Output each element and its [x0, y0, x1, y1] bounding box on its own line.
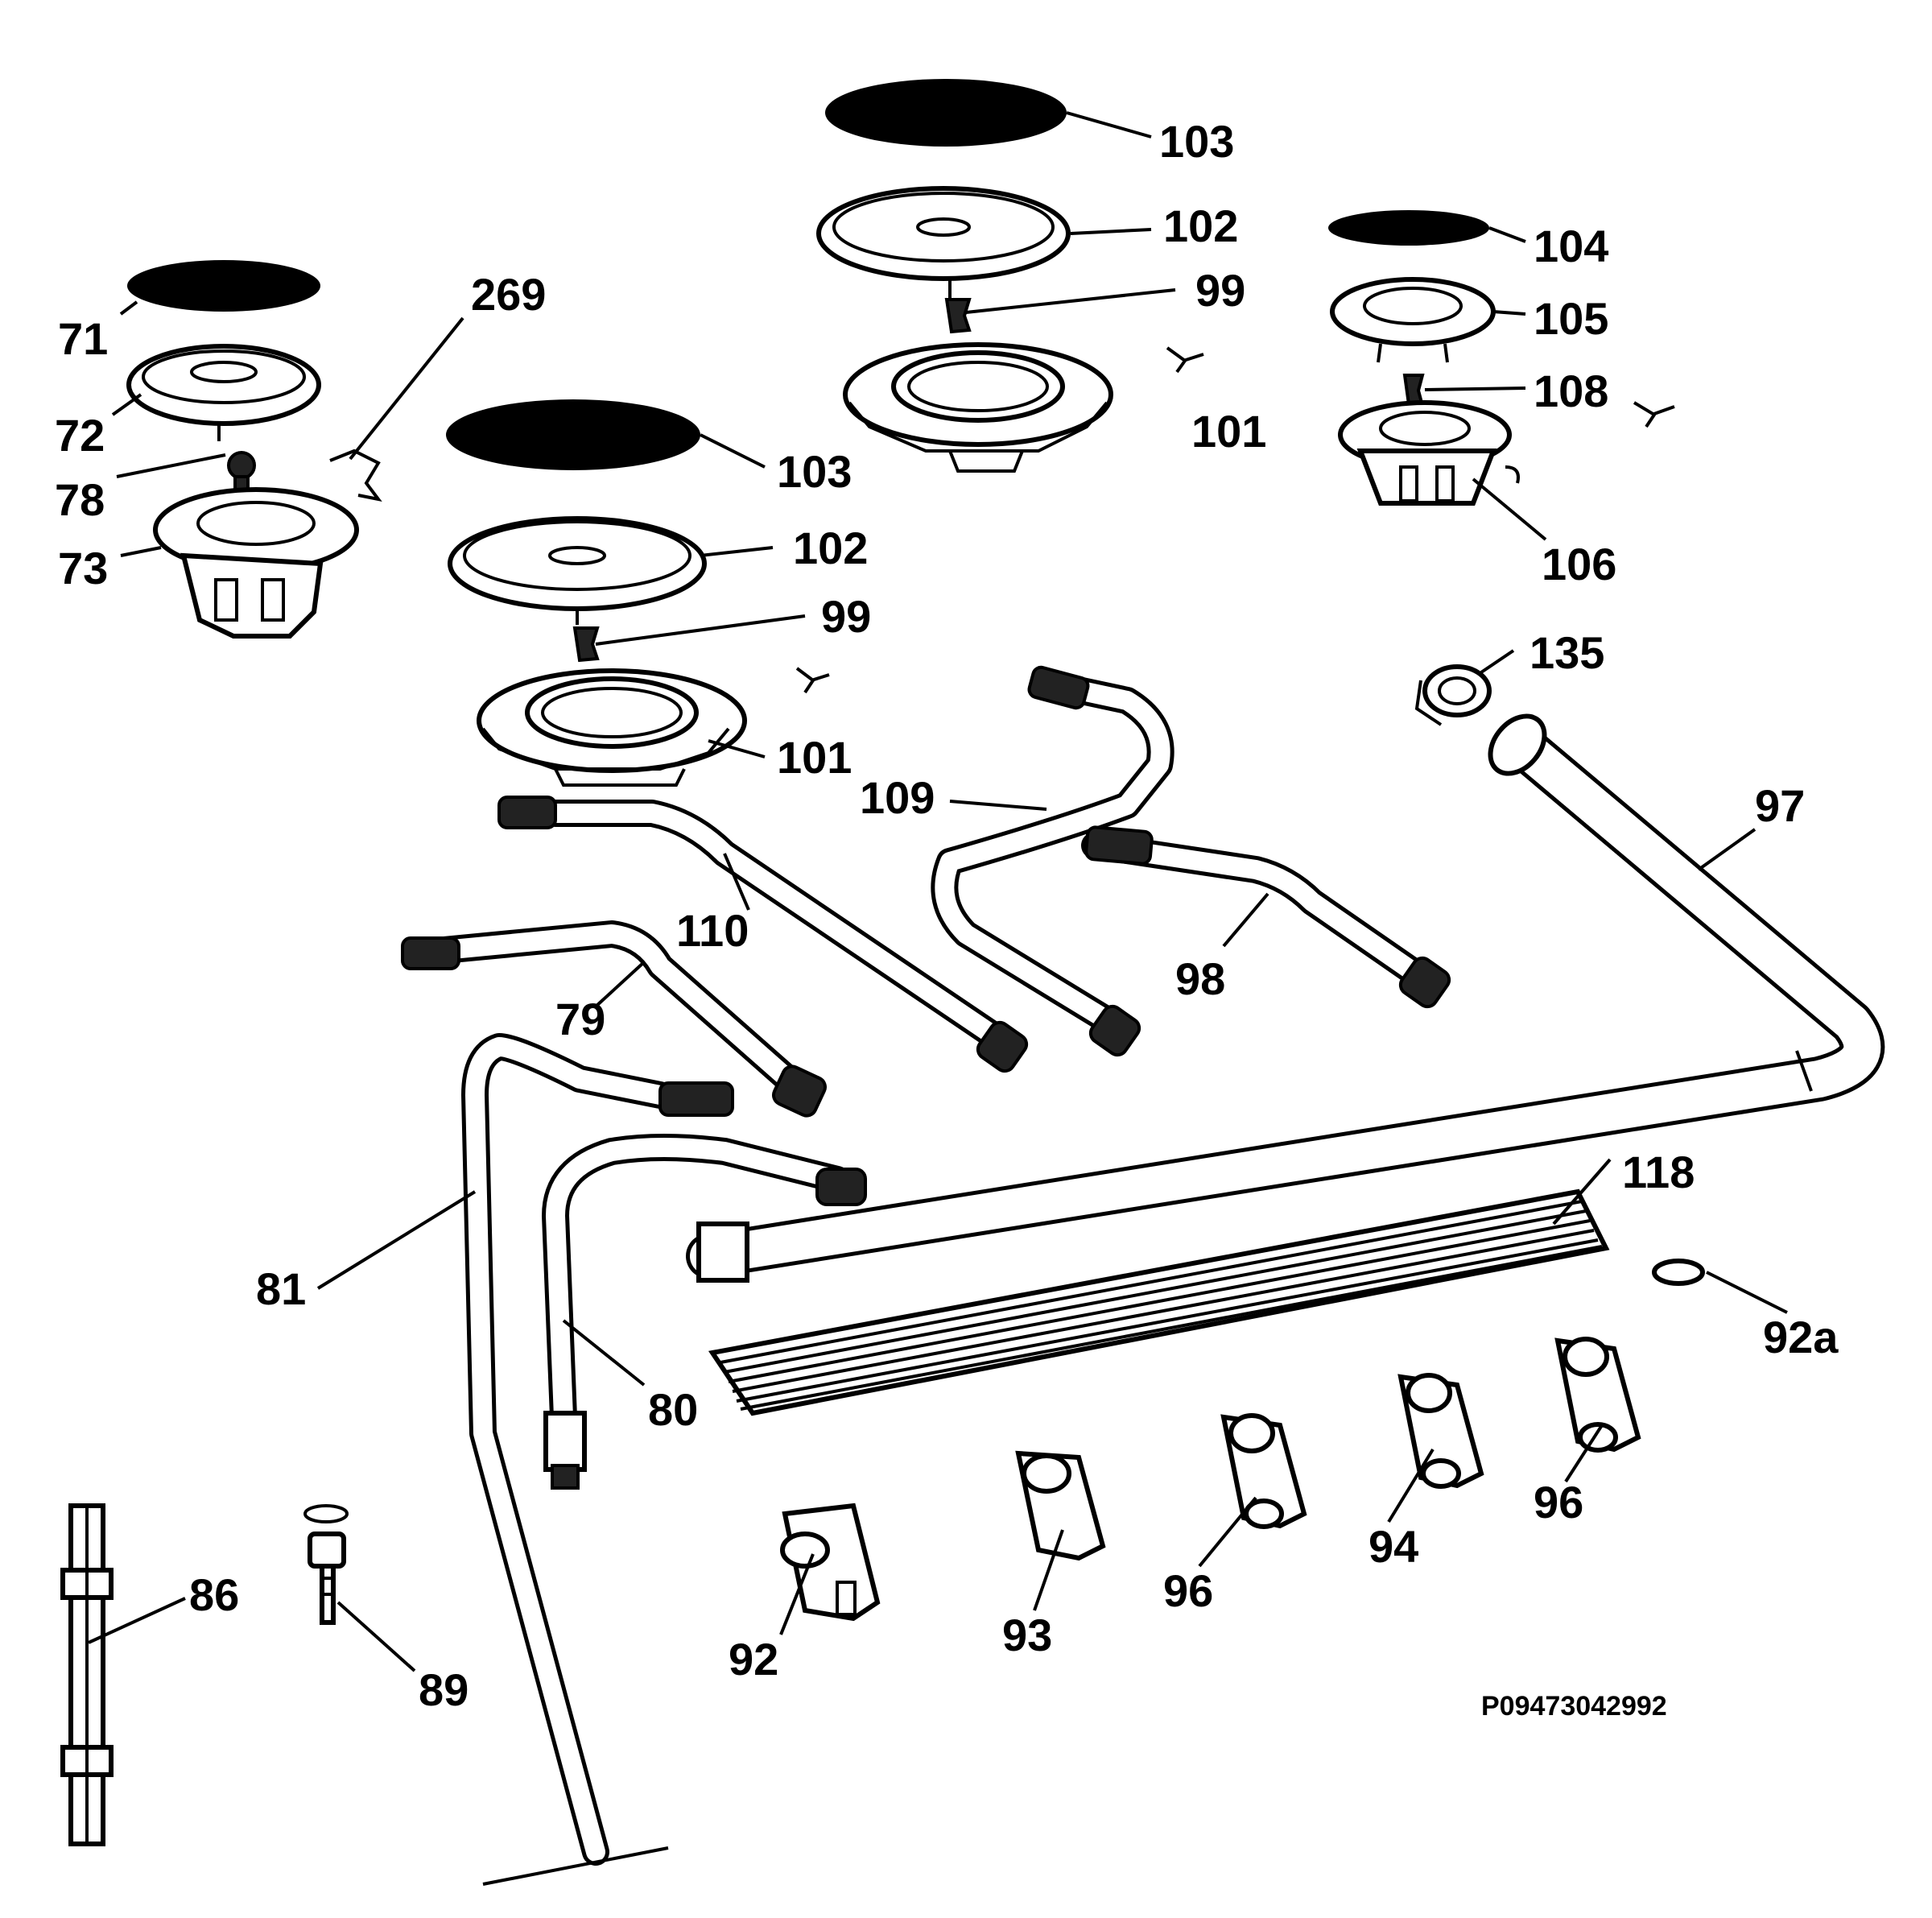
callout-101-center: 101	[777, 732, 852, 783]
drawing-code: P09473042992	[1481, 1691, 1667, 1722]
thermocouple-86	[60, 1503, 114, 1846]
spark-electrode-right	[1633, 401, 1675, 428]
gas-pipe-98	[1081, 825, 1451, 1009]
callout-102-center: 102	[793, 523, 868, 573]
callout-103-center: 103	[777, 446, 852, 497]
callout-101-top: 101	[1191, 406, 1266, 457]
callout-96-left: 96	[1163, 1565, 1213, 1616]
burner-cap-71	[127, 260, 320, 312]
callout-110: 110	[676, 905, 749, 956]
callout-118: 118	[1622, 1147, 1695, 1197]
clip-269	[329, 448, 382, 502]
callout-96-right: 96	[1534, 1477, 1583, 1527]
burner-body-101-center	[477, 668, 747, 787]
gas-pipe-79	[401, 920, 827, 1118]
callout-93: 93	[1002, 1610, 1052, 1660]
callout-105: 105	[1534, 293, 1608, 344]
callout-78: 78	[55, 474, 105, 525]
injector-99-center	[572, 626, 600, 663]
callout-99-top: 99	[1195, 265, 1245, 316]
injector-108	[1402, 374, 1425, 407]
burner-crown-72	[126, 344, 321, 441]
manifold-pipe-97	[686, 713, 1885, 1283]
callout-92: 92	[729, 1634, 778, 1684]
callout-106: 106	[1542, 539, 1616, 589]
clamp-135	[1414, 664, 1492, 726]
burner-crown-102-top	[816, 186, 1071, 298]
callout-92a: 92a	[1763, 1312, 1839, 1362]
burner-crown-102-center	[448, 516, 707, 625]
callout-99-center: 99	[821, 591, 871, 642]
callout-98: 98	[1175, 953, 1225, 1004]
screw-89	[303, 1504, 349, 1625]
burner-cap-104	[1328, 210, 1489, 246]
callout-94: 94	[1368, 1521, 1418, 1572]
callout-71: 71	[58, 313, 108, 364]
tap-93	[1015, 1450, 1106, 1561]
tap-94	[1397, 1373, 1484, 1489]
tap-92	[780, 1503, 881, 1622]
spark-electrode-center	[795, 667, 830, 694]
tap-96-right	[1554, 1337, 1641, 1453]
callout-89: 89	[419, 1664, 469, 1715]
spark-electrode-top	[1166, 346, 1204, 374]
seal-92a	[1652, 1259, 1705, 1286]
burner-cap-103-top	[825, 79, 1067, 147]
injector-78	[227, 451, 256, 496]
injector-99-top	[944, 298, 972, 334]
gas-pipe-110	[497, 796, 1029, 1073]
callout-86: 86	[189, 1569, 239, 1620]
callout-102-top: 102	[1163, 200, 1238, 251]
callout-97: 97	[1755, 780, 1805, 831]
callout-103-top: 103	[1159, 116, 1234, 167]
gas-pipe-109	[931, 665, 1174, 1057]
burner-body-106	[1338, 400, 1520, 506]
callout-104: 104	[1534, 221, 1608, 271]
burner-cap-103-center	[446, 399, 700, 470]
burner-body-73	[153, 487, 359, 639]
burner-body-101-top	[843, 342, 1113, 473]
callout-109: 109	[860, 772, 935, 823]
leader-lines	[88, 111, 1788, 1672]
tap-96-left	[1220, 1413, 1307, 1529]
callout-269: 269	[471, 269, 546, 320]
callout-73: 73	[58, 543, 108, 593]
callout-135: 135	[1530, 627, 1604, 678]
manifold-bar-118	[708, 1188, 1610, 1416]
callout-81: 81	[256, 1263, 306, 1314]
callout-79: 79	[555, 994, 605, 1044]
burner-crown-105	[1330, 277, 1496, 363]
callout-108: 108	[1534, 366, 1608, 416]
gas-pipe-81	[461, 1033, 734, 1886]
callout-80: 80	[648, 1384, 698, 1435]
callout-72: 72	[55, 410, 105, 461]
gas-pipe-80	[542, 1134, 867, 1490]
